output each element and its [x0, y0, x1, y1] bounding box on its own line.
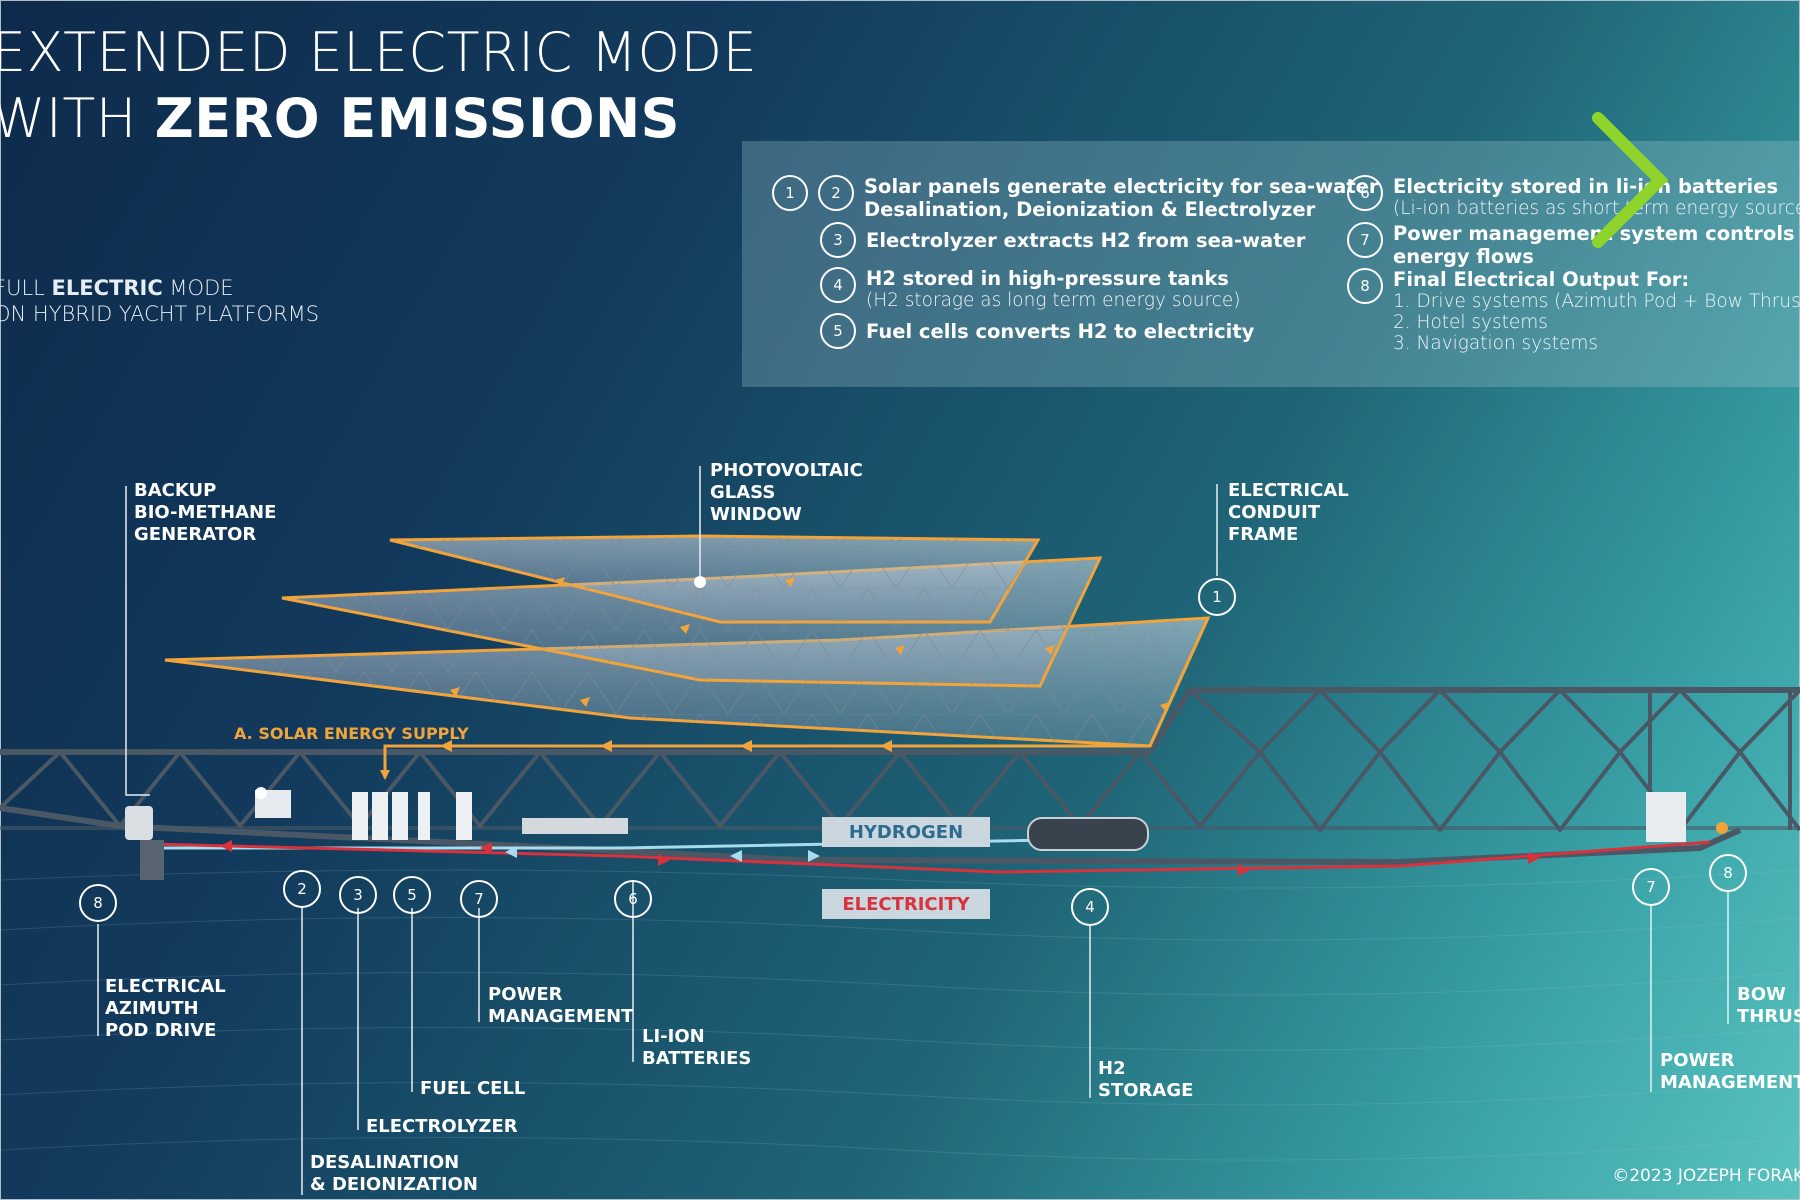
- step-note: (H2 storage as long term energy source): [866, 290, 1241, 311]
- title-bold: ZERO EMISSIONS: [154, 87, 681, 150]
- leader-lines: [97, 466, 1729, 1195]
- fuel-cell-unit: [418, 792, 430, 840]
- flow-arrows: [220, 577, 1540, 876]
- power-management-unit-2: [1646, 792, 1686, 842]
- water-lines: [0, 869, 1800, 1161]
- step-number: 4: [820, 267, 856, 303]
- step-text: Electricity stored in li-ion batteries: [1393, 175, 1779, 198]
- subtitle: FULL ELECTRIC MODE ON HYBRID YACHT PLATF…: [0, 275, 319, 327]
- circle-number: 7: [460, 880, 498, 918]
- label-desalination: DESALINATION& DEIONIZATION: [310, 1152, 478, 1195]
- step-7: 7 Power management system controls energ…: [1347, 222, 1795, 268]
- subtitle-line-2: ON HYBRID YACHT PLATFORMS: [0, 302, 320, 326]
- label-bow-thruster: BOWTHRUSTER: [1737, 984, 1800, 1027]
- copyright: ©2023 JOZEPH FORAKIS: [1612, 1166, 1800, 1186]
- photovoltaic-decks: [164, 534, 1211, 748]
- h2-tank: [1027, 817, 1149, 851]
- power-management-unit: [456, 792, 472, 840]
- circle-number: 5: [393, 876, 431, 914]
- hydrogen-tag: HYDROGEN: [822, 817, 990, 847]
- step-text: H2 stored in high-pressure tanks: [866, 267, 1229, 290]
- step-1-2: 1 2 Solar panels generate electricity fo…: [772, 175, 1378, 221]
- label-electrolyzer: ELECTROLYZER: [366, 1116, 518, 1137]
- circle-number: 1: [1198, 578, 1236, 616]
- step-text: Electrolyzer extracts H2 from sea-water: [866, 229, 1306, 252]
- title-line-1: EXTENDED ELECTRIC MODE: [0, 21, 758, 84]
- electricity-line: [149, 840, 1711, 874]
- step-number: 1: [772, 175, 808, 211]
- circle-number: 6: [614, 880, 652, 918]
- step-text: Fuel cells converts H2 to electricity: [866, 320, 1255, 343]
- circle-number: 8: [79, 884, 117, 922]
- output-item: 3. Navigation systems: [1393, 333, 1599, 354]
- circle-number: 3: [339, 876, 377, 914]
- label-fuel-cell: FUEL CELL: [420, 1078, 526, 1099]
- conduit-frame: [0, 687, 1800, 865]
- azimuth-pod: [125, 806, 153, 840]
- output-item: 1. Drive systems (Azimuth Pod + Bow Thru…: [1393, 291, 1800, 312]
- step-number: 2: [818, 175, 854, 211]
- desalination-unit: [352, 792, 368, 840]
- subtitle-bold: ELECTRIC: [51, 276, 163, 300]
- circle-number: 2: [283, 870, 321, 908]
- battery-pack: [522, 818, 628, 834]
- bow-thruster: [1716, 822, 1728, 834]
- step-number: 6: [1347, 175, 1383, 211]
- page-title: EXTENDED ELECTRIC MODE WITH ZERO EMISSIO…: [0, 20, 757, 152]
- step-number: 5: [820, 313, 856, 349]
- electrolyzer-unit: [392, 792, 408, 840]
- step-text: Final Electrical Output For:: [1393, 268, 1690, 291]
- step-number: 3: [820, 222, 856, 258]
- step-text: Power management system controls: [1393, 222, 1795, 245]
- step-text: Solar panels generate electricity for se…: [864, 175, 1379, 198]
- step-4: 4 H2 stored in high-pressure tanks (H2 s…: [820, 267, 1241, 311]
- title-line-2: WITH ZERO EMISSIONS: [0, 86, 757, 152]
- chevron-right-icon[interactable]: [1592, 112, 1669, 248]
- step-6: 6 Electricity stored in li-ion batteries…: [1347, 175, 1800, 219]
- step-text: Desalination, Deionization & Electrolyze…: [864, 198, 1316, 221]
- step-number: 8: [1347, 268, 1383, 304]
- subtitle-line-1: FULL ELECTRIC MODE: [0, 275, 319, 301]
- pv-pointer-dot: [694, 576, 706, 588]
- circle-number: 4: [1071, 888, 1109, 926]
- circle-number: 8: [1709, 854, 1747, 892]
- step-5: 5 Fuel cells converts H2 to electricity: [820, 313, 1254, 349]
- step-number: 7: [1347, 222, 1383, 258]
- subtitle-prefix: FULL: [0, 276, 45, 300]
- subtitle-suffix: MODE: [162, 276, 234, 300]
- label-solar-supply: A. SOLAR ENERGY SUPPLY: [234, 724, 469, 743]
- step-3: 3 Electrolyzer extracts H2 from sea-wate…: [820, 222, 1305, 258]
- circle-number: 7: [1632, 868, 1670, 906]
- equipment: [125, 787, 1728, 880]
- step-note: (Li-ion batteries as short term energy s…: [1393, 198, 1800, 219]
- title-prefix: WITH: [0, 87, 155, 150]
- step-8: 8 Final Electrical Output For: 1. Drive …: [1347, 268, 1800, 354]
- electricity-tag: ELECTRICITY: [822, 889, 990, 919]
- step-text: energy flows: [1393, 245, 1534, 268]
- legend-panel: [742, 141, 1800, 387]
- output-item: 2. Hotel systems: [1393, 312, 1548, 333]
